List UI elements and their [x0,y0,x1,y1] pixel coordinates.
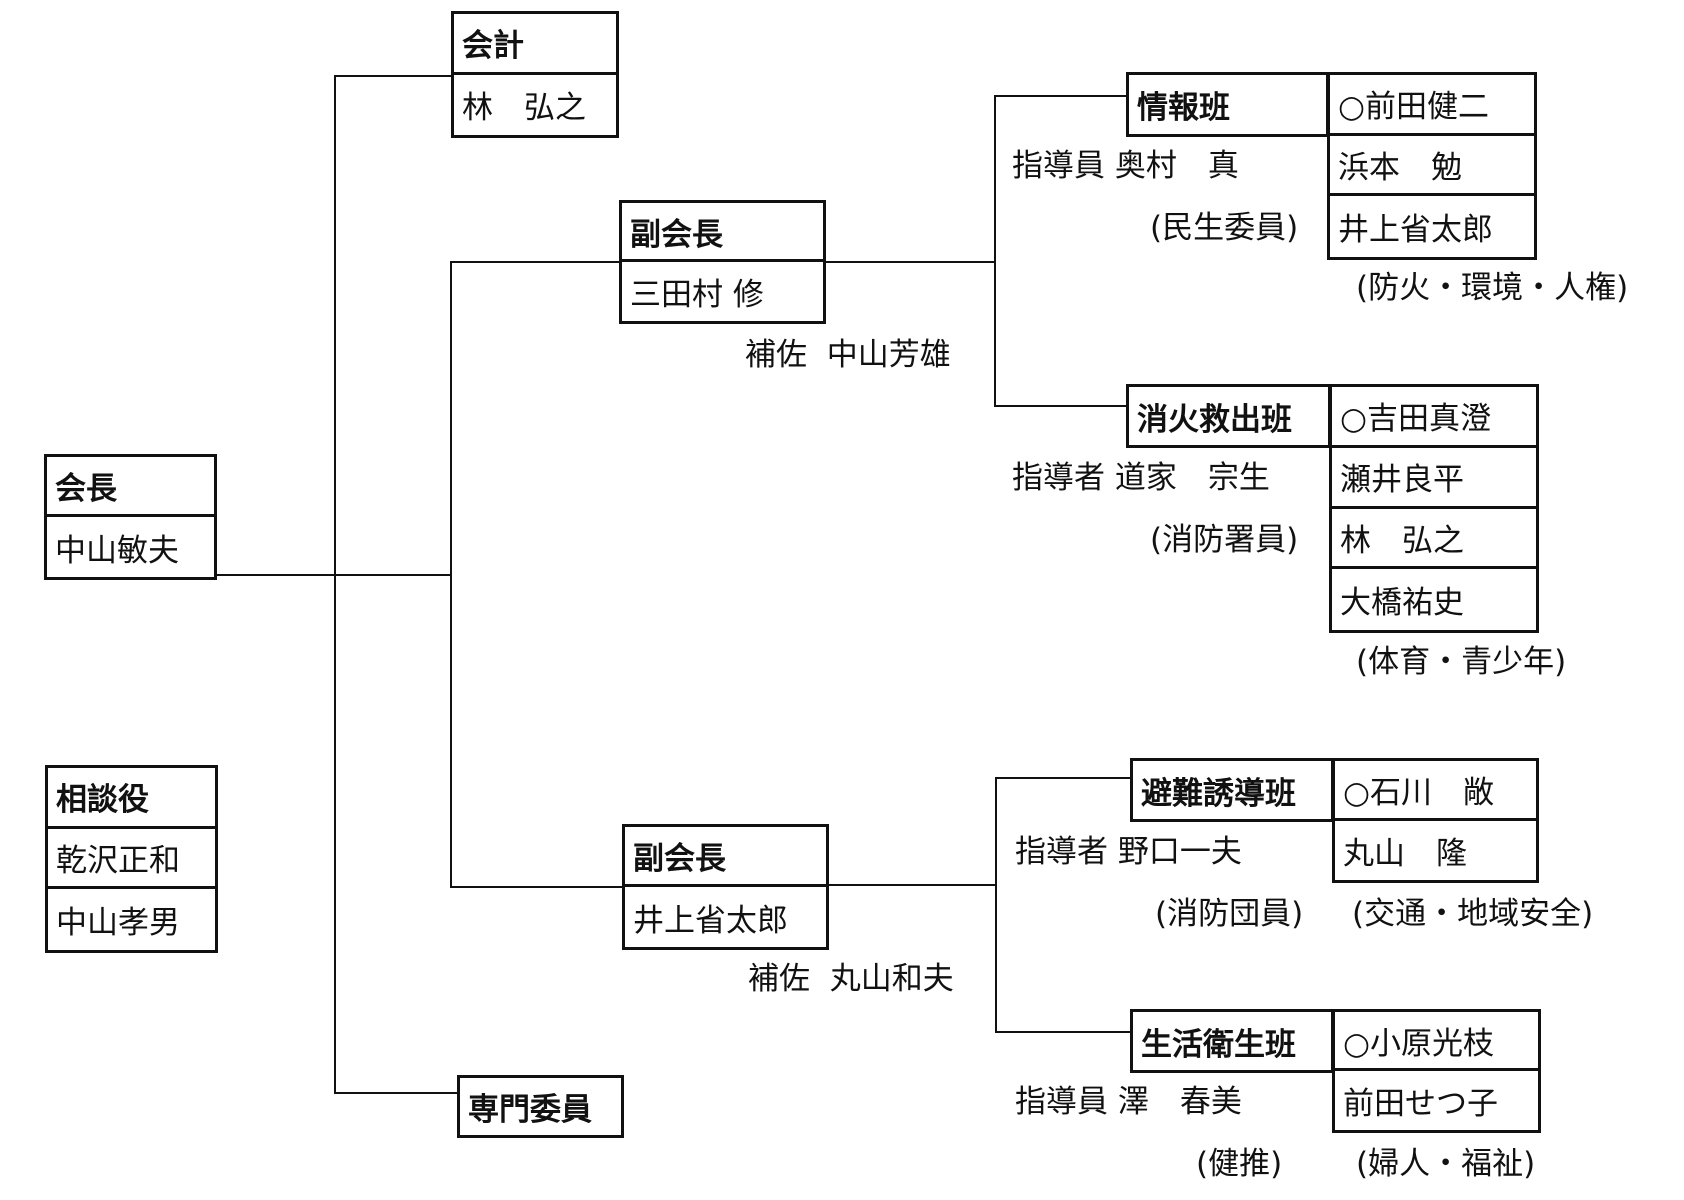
connector [994,95,1127,97]
connector [334,1092,457,1094]
team-leader-role: (消防団員) [1155,896,1304,932]
connector [334,75,336,1094]
team-note: (防火・環境・人権) [1356,270,1629,306]
connector [334,75,451,77]
team-leader-role: (民生委員) [1150,210,1299,246]
team-leader-role: (健推) [1196,1146,1283,1182]
president-title: 会長 [47,457,214,517]
member: 浜本 勉 [1330,136,1534,197]
team-note: (婦人・福祉) [1356,1146,1536,1182]
advisors-title: 相談役 [48,768,215,829]
team-leader: 指導者 野口一夫 [1015,834,1242,870]
connector [450,261,452,888]
specialist-box: 専門委員 [457,1075,624,1138]
president-box: 会長 中山敏夫 [44,454,217,580]
advisors-box: 相談役 乾沢正和 中山孝男 [45,765,218,953]
advisor-name: 中山孝男 [56,905,180,942]
team-box: 避難誘導班 [1130,758,1334,822]
team-leader: 指導員 澤 春美 [1015,1084,1242,1120]
member: 大橋祐史 [1340,585,1464,622]
accountant-box: 会計 林 弘之 [451,11,619,138]
member: 瀬井良平 [1332,448,1536,509]
team-members: ○小原光枝 前田せつ子 [1332,1009,1541,1133]
connector [829,884,996,886]
member: 丸山 隆 [1343,835,1467,872]
vp-title: 副会長 [622,203,823,262]
member: 前田せつ子 [1343,1086,1498,1122]
member: 林 弘之 [1332,509,1536,570]
connector [995,1031,1131,1033]
team-leader-role: (消防署員) [1150,522,1299,558]
vp-assistant: 補佐 中山芳雄 [745,337,951,373]
team-leader: 指導者 道家 宗生 [1012,460,1270,496]
member: ○小原光枝 [1335,1012,1538,1071]
team-leader: 指導員 奥村 真 [1012,148,1239,184]
team-box: 情報班 [1126,72,1329,137]
member: ○前田健二 [1330,75,1534,136]
vice-president-box: 副会長 三田村 修 [619,200,826,324]
team-box: 生活衛生班 [1130,1009,1334,1073]
member: 井上省太郎 [1338,212,1493,249]
connector [994,95,996,407]
specialist-title: 専門委員 [468,1092,592,1128]
vp-title: 副会長 [625,827,826,887]
team-members: ○吉田真澄 瀬井良平 林 弘之 大橋祐史 [1329,384,1539,633]
team-title: 避難誘導班 [1141,775,1296,812]
vp-name: 井上省太郎 [633,902,788,939]
team-members: ○前田健二 浜本 勉 井上省太郎 [1327,72,1537,260]
team-members: ○石川 敞 丸山 隆 [1332,758,1539,883]
connector [995,777,997,1033]
vp-name: 三田村 修 [630,277,764,313]
team-title: 消火救出班 [1137,401,1292,438]
team-title: 生活衛生班 [1141,1026,1296,1063]
advisor-name: 乾沢正和 [48,829,215,890]
accountant-title: 会計 [454,14,616,75]
connector [826,261,996,263]
team-note: (体育・青少年) [1356,644,1567,680]
connector [450,261,620,263]
team-title: 情報班 [1137,90,1230,126]
vice-president-box: 副会長 井上省太郎 [622,824,829,950]
vp-assistant: 補佐 丸山和夫 [748,961,954,997]
connector [995,777,1131,779]
member: ○石川 敞 [1335,761,1536,821]
team-note: (交通・地域安全) [1352,896,1594,932]
connector [450,886,623,888]
connector [994,405,1127,407]
member: ○吉田真澄 [1332,387,1536,448]
accountant-name: 林 弘之 [462,90,586,127]
team-box: 消火救出班 [1126,384,1331,448]
president-name: 中山敏夫 [55,532,179,569]
